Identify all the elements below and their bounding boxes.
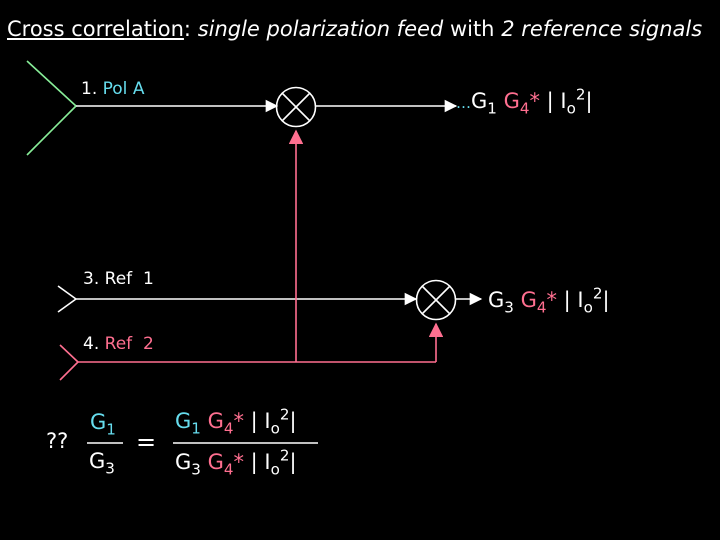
mixer-1	[275, 86, 317, 128]
ref1-feed	[57, 285, 418, 313]
pol-a-feed	[26, 60, 279, 156]
label-ref1: 3. Ref 1	[83, 269, 154, 289]
title-part3: 2 reference signals	[501, 17, 703, 41]
rhs-denominator: G3 G4* | Io2|	[175, 446, 297, 479]
equals-sign: =	[136, 428, 157, 456]
label-pol-a: 1. Pol A	[81, 79, 145, 99]
label-ref2: 4. Ref 2	[83, 334, 154, 354]
label-ref1-name: Ref 1	[104, 269, 154, 289]
lhs-numerator: G1	[90, 410, 116, 439]
page-title: Cross correlation: single polarization f…	[7, 17, 702, 41]
output-top-label: …G1 G4* | Io2|	[456, 85, 593, 118]
mixer-2	[415, 279, 457, 321]
label-ref2-name: Ref 2	[104, 334, 154, 354]
equation-question: ??	[46, 429, 69, 453]
rhs-numerator: G1 G4* | Io2|	[175, 405, 297, 438]
output-bottom-g4: G4*	[520, 288, 557, 317]
label-pol-a-name: Pol A	[102, 79, 145, 99]
lhs-denominator: G3	[89, 449, 115, 478]
title-part1: single polarization feed	[197, 17, 444, 41]
title-colon: :	[183, 17, 191, 41]
title-underlined: Cross correlation	[7, 17, 184, 41]
ref2-feed	[59, 129, 444, 381]
output-top-g4: G4*	[503, 89, 540, 118]
title-part2: with	[449, 17, 495, 41]
output-bottom-label: G3 G4* | Io2|	[488, 284, 610, 317]
